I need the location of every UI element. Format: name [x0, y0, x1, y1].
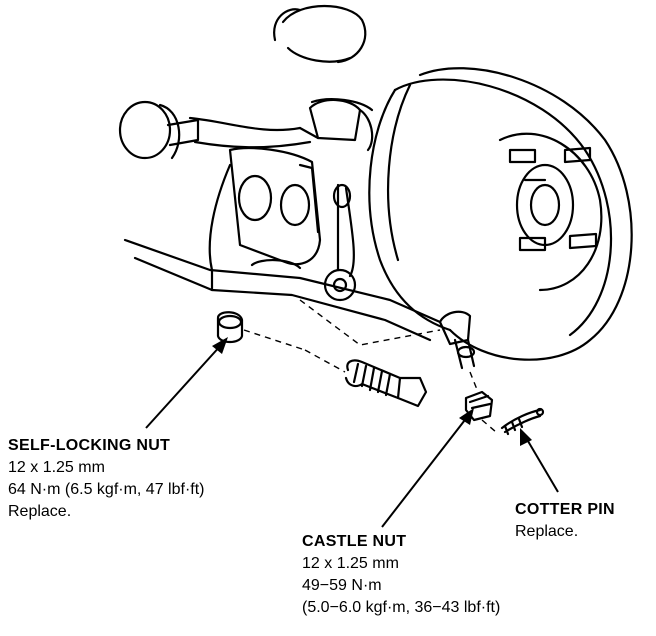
arrowhead-castle-nut — [459, 408, 474, 425]
leader-cotter-pin — [524, 435, 559, 493]
guide-line-pin — [481, 419, 497, 433]
callout-size: 12 x 1.25 mm — [8, 459, 105, 476]
tie-rod-end — [118, 100, 312, 160]
arrowhead-cotter-pin — [520, 428, 532, 446]
callout-self-locking-nut: SELF-LOCKING NUT 12 x 1.25 mm 64 N·m (6.… — [8, 435, 205, 523]
guide-line-bolt — [304, 349, 346, 373]
self-locking-nut — [216, 311, 244, 344]
callout-title: CASTLE NUT — [302, 533, 407, 550]
brake-rotor — [368, 67, 633, 361]
callout-title: COTTER PIN — [515, 501, 615, 518]
callout-torque: 64 N·m (6.5 kgf·m, 47 lbf·ft) — [8, 481, 205, 498]
strut-spring — [273, 4, 367, 64]
arrowhead-self-locking-nut — [212, 337, 228, 354]
wheel-studs — [508, 146, 598, 252]
castle-nut — [464, 390, 494, 422]
callout-note: Replace. — [8, 503, 72, 520]
guide-line-nut — [243, 329, 306, 351]
cotter-pin — [500, 407, 545, 436]
callout-note: Replace. — [515, 523, 579, 540]
callout-torque: 49−59 N·m — [302, 577, 382, 594]
bolt — [344, 359, 428, 408]
callout-castle-nut: CASTLE NUT 12 x 1.25 mm 49−59 N·m (5.0−6… — [302, 531, 500, 619]
guide-line-castle — [469, 371, 479, 393]
leader-self-locking-nut — [145, 343, 223, 429]
callout-title: SELF-LOCKING NUT — [8, 437, 171, 454]
upper-arm — [298, 98, 374, 152]
lower-ball-joint — [438, 310, 476, 370]
callout-torque-alt: (5.0−6.0 kgf·m, 36−43 lbf·ft) — [302, 599, 501, 616]
callout-cotter-pin: COTTER PIN Replace. — [515, 499, 615, 543]
lower-control-arm — [123, 163, 442, 342]
leader-castle-nut — [381, 415, 469, 528]
guide-line-frame — [299, 299, 441, 346]
callout-size: 12 x 1.25 mm — [302, 555, 399, 572]
